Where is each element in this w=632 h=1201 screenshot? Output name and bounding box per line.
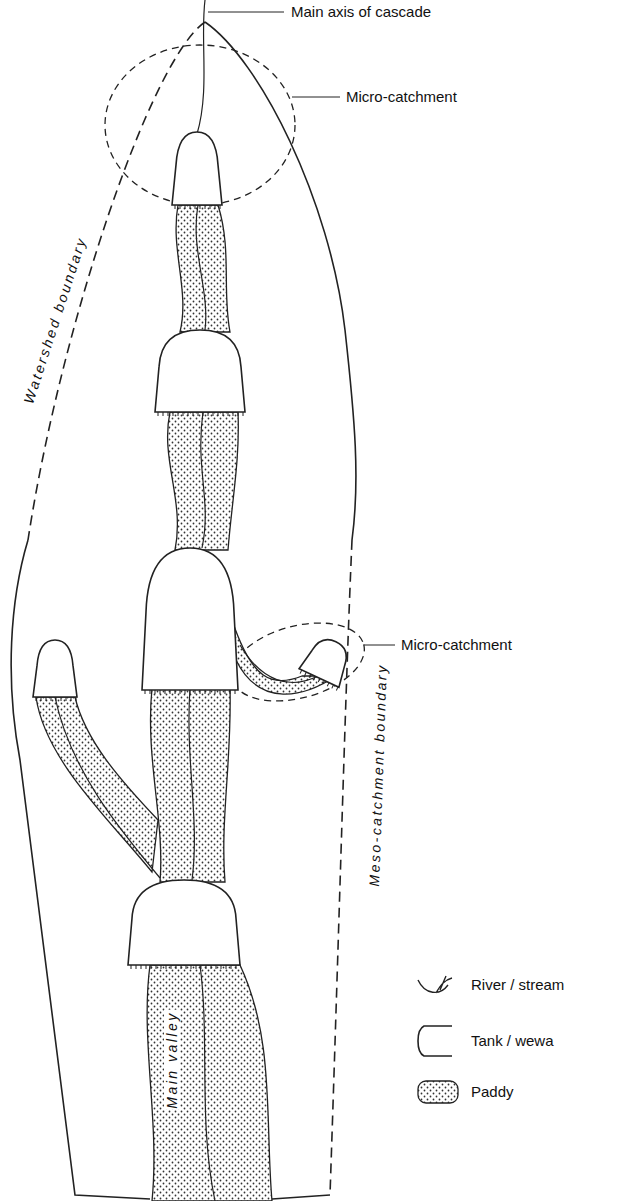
legend-text: Paddy: [470, 1083, 515, 1100]
leader-lines: [208, 12, 395, 645]
legend-text: Tank / wewa: [470, 1032, 555, 1049]
tank-shape: [172, 132, 222, 205]
callout-label: Main axis of cascade: [290, 3, 432, 20]
label: Main axis of cascade: [290, 3, 432, 21]
bund-fringe: [145, 690, 235, 694]
micro-catchment-outline: [105, 45, 373, 714]
bund-fringe: [300, 670, 338, 691]
label: Meso-catchment boundary: [365, 662, 391, 888]
legend-symbols: [418, 976, 458, 1103]
label: Micro-catchment: [345, 88, 458, 106]
label: Micro-catchment: [400, 636, 513, 654]
label: Main valley: [163, 1010, 181, 1110]
bund-fringe: [158, 412, 243, 416]
legend-entry: Paddy: [470, 1083, 515, 1101]
tank-shape: [155, 330, 245, 412]
tank-shape: [33, 640, 77, 697]
boundary-label: Watershed boundary: [20, 233, 90, 406]
tank-shape: [299, 632, 356, 687]
tank-shape: [128, 880, 240, 965]
tank-shape: [142, 548, 238, 690]
label: Watershed boundary: [19, 233, 91, 407]
paddy-fields: [36, 205, 336, 1201]
callout-label: Micro-catchment: [345, 88, 458, 105]
bund-fringe: [131, 965, 236, 969]
callout-label: Micro-catchment: [400, 636, 513, 653]
boundary-label: Meso-catchment boundary: [366, 662, 390, 888]
legend-entry: Tank / wewa: [470, 1032, 555, 1050]
streams: [55, 0, 318, 1201]
legend-entry: River / stream: [470, 976, 565, 994]
bund-fringe: [175, 205, 220, 209]
boundary-label: Main valley: [164, 1010, 180, 1110]
bund-fringe: [36, 697, 76, 701]
legend-text: River / stream: [470, 976, 565, 993]
